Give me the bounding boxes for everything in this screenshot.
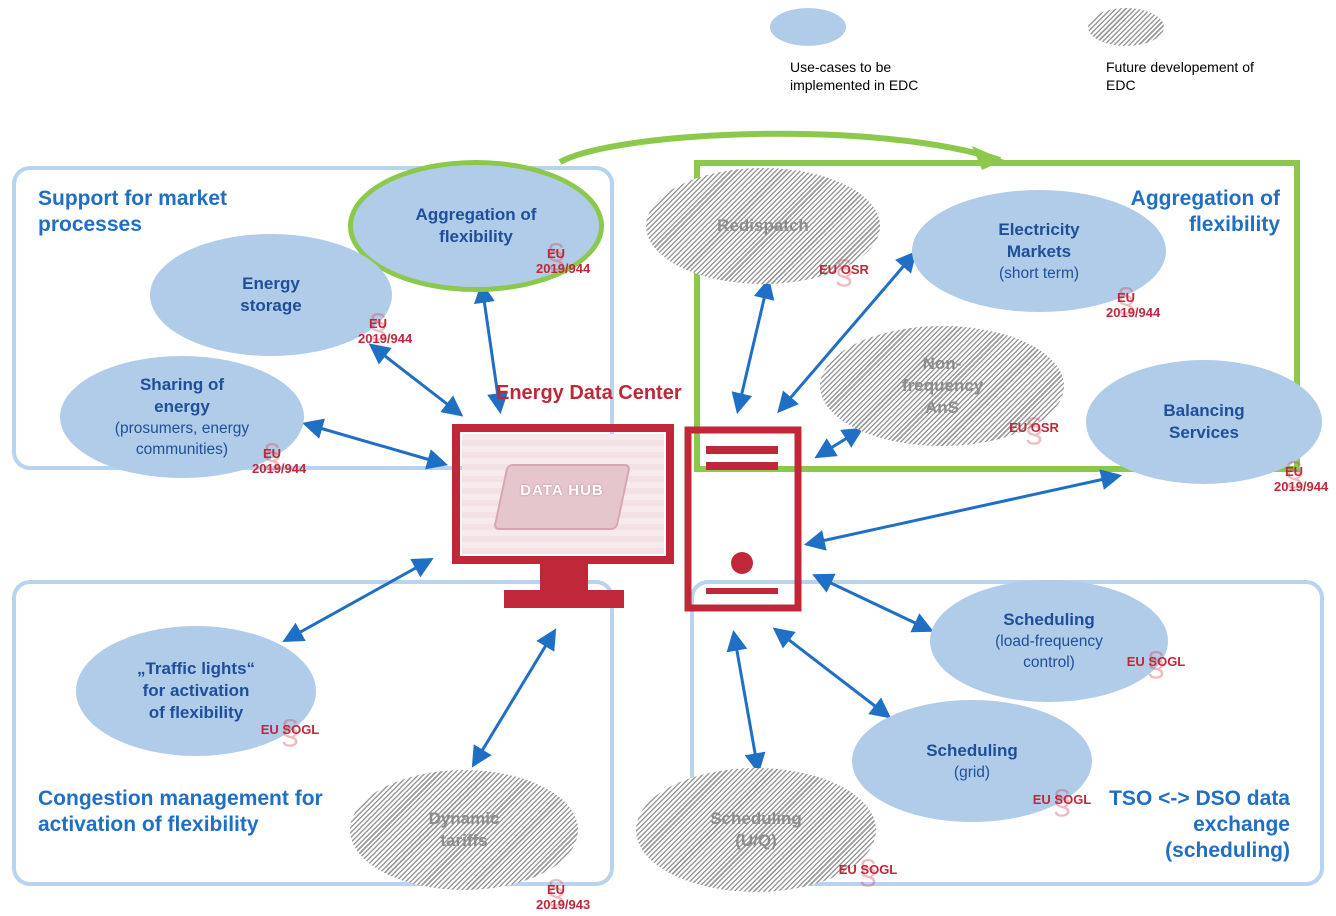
reg-scheduling-uq: §EU SOGL: [838, 854, 898, 892]
edc-title: Energy Data Center: [496, 382, 682, 404]
arrow-sharing: [301, 418, 449, 470]
datahub-image: DATA HUB: [462, 434, 664, 554]
arrow-scheduling-uq: [726, 629, 766, 775]
node-redispatch: Redispatch: [646, 168, 880, 284]
congestion-group-title: Congestion management for activation of …: [38, 787, 323, 836]
aggregation-group-title: Aggregation of flexibility: [1130, 187, 1280, 236]
tso-dso-frame: [690, 580, 1324, 886]
node-scheduling-grid: Scheduling (grid): [852, 700, 1092, 822]
node-redispatch-title: Redispatch: [717, 216, 809, 235]
market-group-title: Support for market processes: [38, 187, 228, 236]
green-curve-arrow: [558, 130, 1001, 165]
reg-non-frequency: §EU OSR: [1009, 412, 1059, 450]
reg-scheduling-lfc: §EU SOGL: [1126, 646, 1186, 684]
node-dynamic-tariffs-title: Dynamic tariffs: [428, 809, 500, 850]
reg-redispatch: §EU OSR: [819, 254, 869, 292]
node-balancing-title: Balancing Services: [1163, 401, 1245, 442]
node-balancing: Balancing Services: [1086, 360, 1322, 484]
reg-aggregation: §EU 2019/944: [536, 238, 591, 276]
reg-sharing: §EU 2019/944: [252, 438, 307, 476]
node-scheduling-lfc-sub: (load-frequency control): [995, 633, 1103, 671]
reg-scheduling-grid: §EU SOGL: [1032, 784, 1092, 822]
arrow-scheduling-grid: [772, 627, 892, 719]
green-arrow-head: [972, 146, 1004, 170]
arrow-scheduling-lfc: [812, 573, 934, 633]
node-non-frequency-title: Non-frequency AnS: [902, 354, 984, 417]
node-traffic-lights-title: „Traffic lights“ for activation of flexi…: [136, 659, 256, 722]
monitor-icon: [452, 424, 674, 608]
node-energy-storage: Energy storage: [150, 234, 392, 356]
arrow-balancing: [803, 469, 1123, 551]
arrow-non-frequency: [814, 427, 864, 459]
node-traffic-lights: „Traffic lights“ for activation of flexi…: [76, 626, 316, 756]
node-sharing-sub: (prosumers, energy communities): [114, 420, 250, 458]
reg-traffic-lights: §EU SOGL: [260, 714, 320, 752]
node-scheduling-uq-title: Scheduling (U/Q): [710, 809, 802, 850]
node-electricity-markets-sub: (short term): [998, 264, 1080, 282]
reg-energy-storage: §EU 2019/944: [358, 308, 413, 346]
legend-implemented-swatch: [770, 8, 846, 46]
node-electricity-markets-title: Electricity Markets: [998, 219, 1080, 261]
node-aggregation-title: Aggregation of flexibility: [415, 205, 537, 246]
arrow-redispatch: [731, 277, 775, 415]
arrow-electricity-markets: [777, 250, 917, 414]
arrow-traffic-lights: [282, 557, 434, 643]
tso-dso-group-title: TSO <-> DSO data exchange (scheduling): [1109, 787, 1290, 862]
node-electricity-markets: Electricity Markets (short term): [912, 190, 1166, 312]
node-scheduling-uq: Scheduling (U/Q): [636, 768, 876, 892]
node-sharing-title: Sharing of energy: [139, 375, 225, 416]
datahub-label: DATA HUB: [520, 482, 604, 499]
reg-balancing: §EU 2019/944: [1274, 456, 1329, 494]
node-sharing: Sharing of energy (prosumers, energy com…: [60, 356, 304, 478]
legend-future-swatch: [1088, 8, 1164, 46]
reg-electricity-markets: §EU 2019/944: [1106, 282, 1161, 320]
reg-dynamic-tariffs: §EU 2019/943: [536, 874, 591, 912]
legend-implemented-text: Use-cases to be implemented in EDC: [790, 59, 919, 93]
node-scheduling-grid-title: Scheduling: [926, 740, 1018, 760]
server-icon: [684, 426, 802, 612]
node-scheduling-lfc: Scheduling (load-frequency control): [930, 580, 1168, 702]
node-aggregation: Aggregation of flexibility: [348, 160, 604, 292]
node-non-frequency: Non-frequency AnS: [820, 326, 1064, 446]
arrow-energy-storage: [368, 343, 464, 417]
node-energy-storage-title: Energy storage: [240, 274, 302, 315]
node-scheduling-lfc-title: Scheduling: [1003, 610, 1095, 629]
node-dynamic-tariffs: Dynamic tariffs: [350, 770, 578, 890]
arrow-aggregation: [474, 281, 508, 415]
legend-future-text: Future developement of EDC: [1106, 59, 1254, 93]
node-scheduling-grid-sub: (grid): [953, 763, 991, 781]
arrow-dynamic-tariffs: [471, 628, 557, 768]
